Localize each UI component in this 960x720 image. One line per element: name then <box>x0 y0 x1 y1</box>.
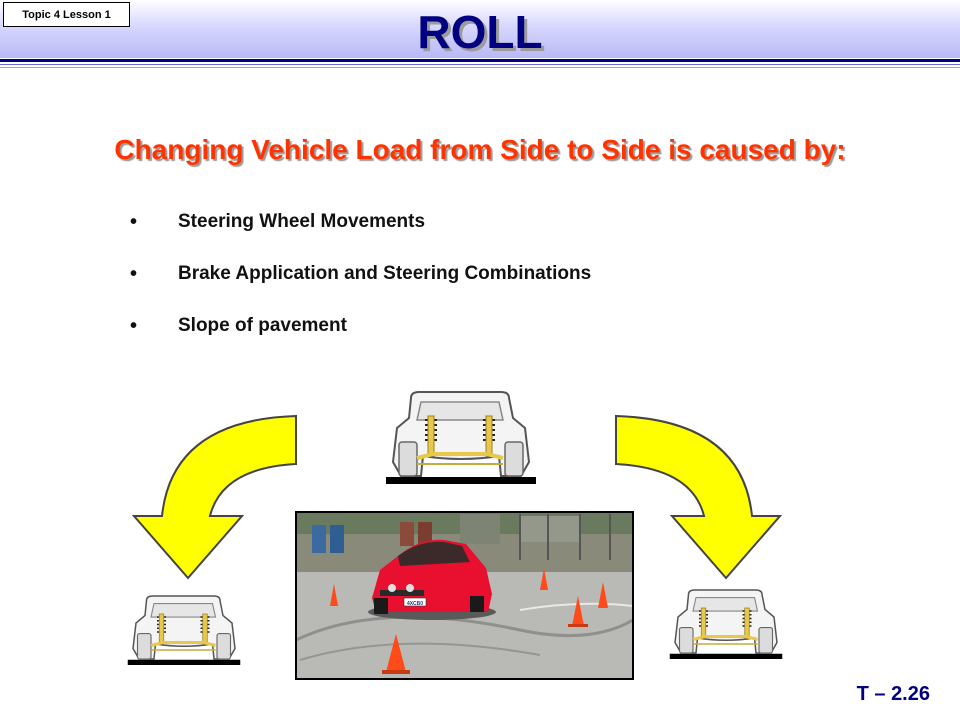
header-divider <box>0 59 960 62</box>
header-band <box>0 0 960 58</box>
bullet-text: Slope of pavement <box>178 315 347 336</box>
slide-subtitle: Changing Vehicle Load from Side to Side … <box>114 134 846 165</box>
slide-number: T – 2.26 <box>856 683 930 705</box>
bullet-list: • Steering Wheel Movements • Brake Appli… <box>130 196 830 352</box>
bullet-item: • Steering Wheel Movements <box>130 196 830 248</box>
bullet-dot-icon: • <box>130 210 138 233</box>
right-curved-arrow-icon <box>615 414 783 580</box>
bullet-dot-icon: • <box>130 314 138 337</box>
bullet-text: Brake Application and Steering Combinati… <box>178 263 592 284</box>
bullet-text: Steering Wheel Movements <box>178 211 426 232</box>
topic-label: Topic 4 Lesson 1 <box>3 2 130 27</box>
driving-course-photo: 4XCB0 <box>295 511 634 680</box>
traffic-cone-icon <box>330 568 608 674</box>
left-curved-arrow-icon <box>131 414 297 580</box>
bullet-dot-icon: • <box>130 262 138 285</box>
red-car: 4XCB0 <box>368 539 496 620</box>
bullet-item: • Slope of pavement <box>130 300 830 352</box>
slide-title: ROLL <box>417 6 543 58</box>
license-plate: 4XCB0 <box>407 601 423 607</box>
header-divider <box>0 64 960 65</box>
bullet-item: • Brake Application and Steering Combina… <box>130 248 830 300</box>
vehicle-rear-suspension-icon <box>668 588 784 661</box>
header-divider <box>0 67 960 68</box>
vehicle-rear-suspension-icon <box>384 390 538 486</box>
vehicle-rear-suspension-icon <box>126 594 242 667</box>
